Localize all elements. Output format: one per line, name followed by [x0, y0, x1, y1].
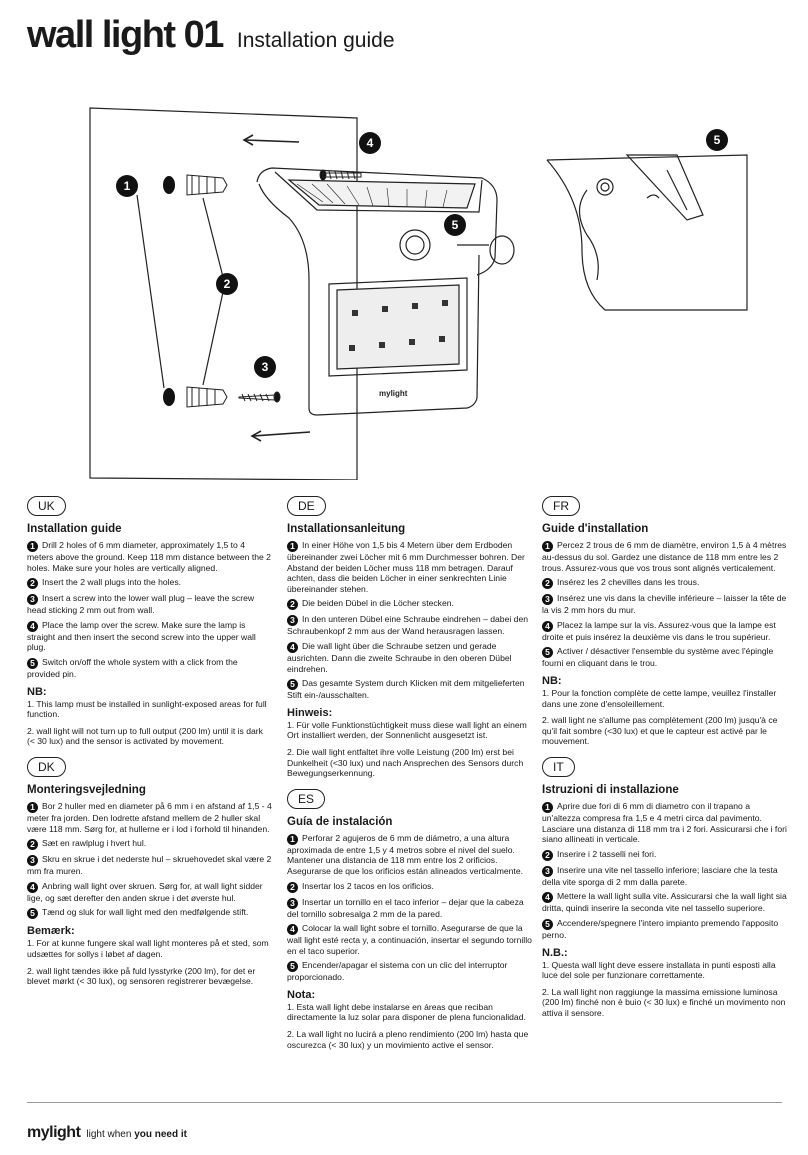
brand-tagline: light when you need it [86, 1129, 187, 1140]
lamp [256, 167, 515, 416]
detail-inset [546, 154, 748, 311]
de-nb-title: Hinweis: [287, 706, 333, 719]
arrow-top [242, 134, 300, 146]
lang-badge-es: ES [287, 788, 326, 809]
dk-nb-1: 1. For at kunne fungere skal wall light … [27, 938, 269, 959]
footer: mylight light when you need it [27, 1124, 187, 1142]
screw [238, 391, 281, 403]
it-nb-1: 1. Questa wall light deve essere install… [542, 959, 776, 981]
uk-nb-2: 2. wall light will not turn up to full o… [27, 725, 263, 747]
arrow-bottom [250, 430, 311, 442]
callout-5-detail: 5 [714, 133, 721, 147]
upper-wall-plug [186, 174, 228, 196]
dk-nb-title: Bemærk: [27, 925, 75, 938]
it-nb-2: 2. La wall light non raggiunge la massim… [542, 986, 786, 1018]
lang-badge-uk: UK [27, 496, 66, 516]
de-nb-1: 1. Für volle Funktionstüchtigkeit muss d… [287, 719, 527, 741]
guide-subtitle: Installation guide [236, 29, 395, 52]
top-screw [319, 169, 362, 181]
callout-2-lines [136, 194, 224, 389]
callout-5-lamp: 5 [452, 218, 459, 232]
es-nb-1: 1. Esta wall light debe instalarse en ár… [287, 1001, 526, 1023]
callout-3: 3 [262, 360, 269, 374]
uk-nb-title: NB: [27, 685, 47, 698]
lang-badge-fr: FR [542, 496, 580, 516]
fr-heading: Guide d'installation [542, 523, 649, 535]
callout-4: 4 [367, 136, 374, 150]
uk-nb-1: 1. This lamp must be installed in sunlig… [27, 698, 267, 720]
fr-nb-title: NB: [542, 674, 562, 687]
product-name: wall light 01 [27, 14, 224, 56]
de-heading: Installationsanleitung [287, 523, 406, 535]
lang-badge-dk: DK [27, 756, 66, 777]
wall-panel [89, 107, 358, 480]
lang-badge-it: IT [542, 756, 575, 777]
callouts: 1 2 3 4 5 5 [116, 129, 728, 378]
lower-hole [163, 388, 175, 406]
dk-nb-2: 2. wall light tændes ikke på fuld lyssty… [27, 965, 256, 987]
footer-divider [27, 1102, 782, 1103]
lamp-brand: mylight [379, 389, 408, 398]
de-nb-2: 2. Die wall light entfaltet ihre volle L… [287, 746, 524, 779]
es-heading: Guía de instalación [287, 815, 393, 828]
upper-hole [163, 176, 175, 194]
es-nb-title: Nota: [287, 988, 316, 1001]
es-nb-2: 2. La wall light no lucirá a pleno rendi… [287, 1029, 529, 1050]
it-heading: Istruzioni di installazione [542, 783, 679, 796]
lamp-leds [349, 300, 448, 351]
fr-nb-1: 1. Pour la fonction complète de cette la… [542, 687, 777, 709]
it-nb-title: N.B.: [542, 946, 568, 959]
lang-badge-de: DE [287, 496, 326, 516]
callout-1: 1 [124, 179, 131, 193]
page-title: wall light 01 Installation guide [27, 14, 395, 57]
installation-illustration: mylight 1 2 3 4 5 5 [89, 107, 748, 480]
callout-2: 2 [224, 277, 231, 291]
fr-nb-2: 2. wall light ne s'allume pas complèteme… [542, 715, 778, 747]
uk-heading: Installation guide [27, 523, 122, 535]
lower-wall-plug [186, 386, 228, 408]
brand-logo: mylight [27, 1124, 81, 1141]
dk-heading: Monteringsvejledning [27, 783, 146, 796]
